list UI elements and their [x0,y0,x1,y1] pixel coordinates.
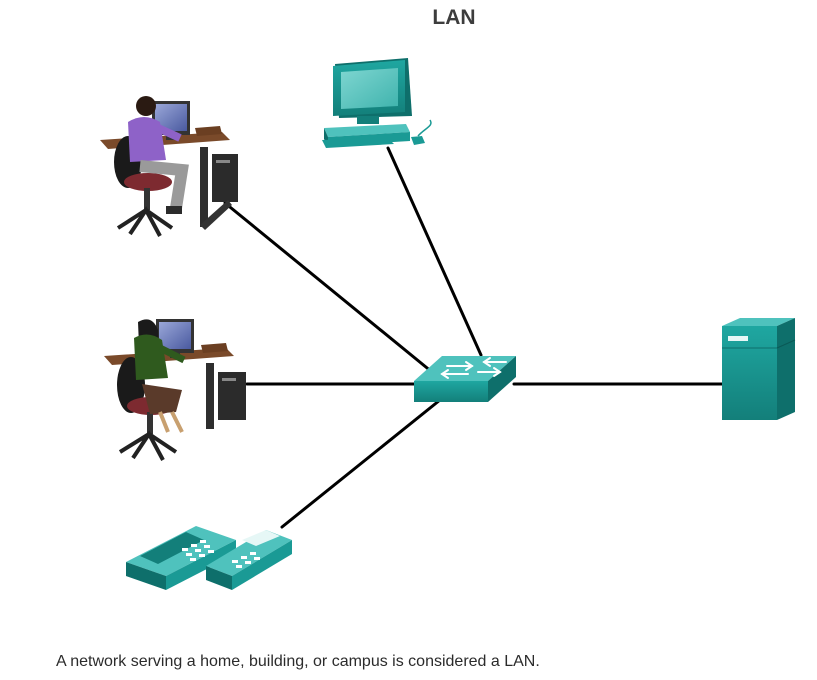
link-user-male-switch [223,201,434,374]
link-workstation-switch [386,146,483,357]
network-links [223,146,724,529]
diagram-caption: A network serving a home, building, or c… [56,653,540,670]
ip-phone-icon [126,526,292,590]
switch-icon [414,356,516,402]
man-at-computer-icon [100,96,238,237]
desktop-computer-icon [322,58,432,148]
server-icon [722,318,796,420]
page-title: LAN [432,6,476,29]
woman-at-computer-icon [104,319,246,461]
link-phone-switch [280,398,442,529]
